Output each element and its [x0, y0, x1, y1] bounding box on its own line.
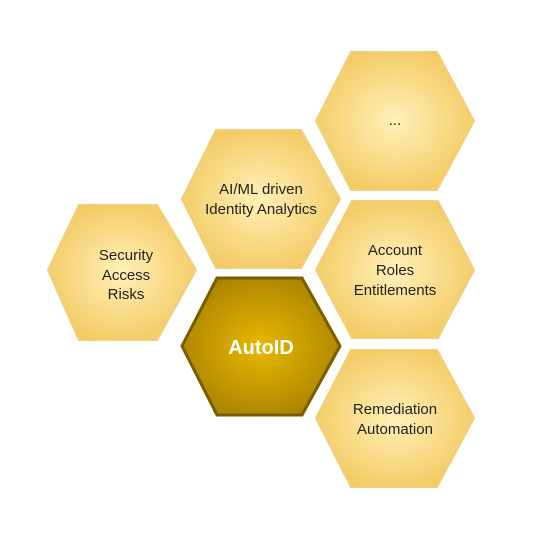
hex-account-line-3: Entitlements — [354, 282, 437, 299]
center-label: AutoID — [228, 337, 294, 359]
hex-remediation: Remediation Automation — [314, 349, 476, 488]
hex-security: Security Access Risks — [46, 204, 198, 341]
hex-security-line-1: Security — [99, 247, 154, 264]
hex-autoid-center: AutoID — [180, 276, 342, 417]
hex-account-line-2: Roles — [376, 262, 414, 279]
hex-account: Account Roles Entitlements — [314, 200, 476, 339]
hex-security-line-2: Access — [102, 267, 150, 284]
hex-ai-ml: AI/ML driven Identity Analytics — [180, 129, 342, 269]
hex-ai-ml-line-1: AI/ML driven — [219, 181, 303, 198]
hex-remediation-line-1: Remediation — [353, 401, 437, 418]
hex-security-line-3: Risks — [108, 286, 145, 303]
hex-ellipsis: ... — [314, 51, 476, 191]
hex-account-line-1: Account — [368, 242, 423, 259]
hex-remediation-line-2: Automation — [357, 421, 433, 438]
hex-ellipsis-text: ... — [389, 112, 402, 129]
hex-ai-ml-line-2: Identity Analytics — [205, 201, 317, 218]
